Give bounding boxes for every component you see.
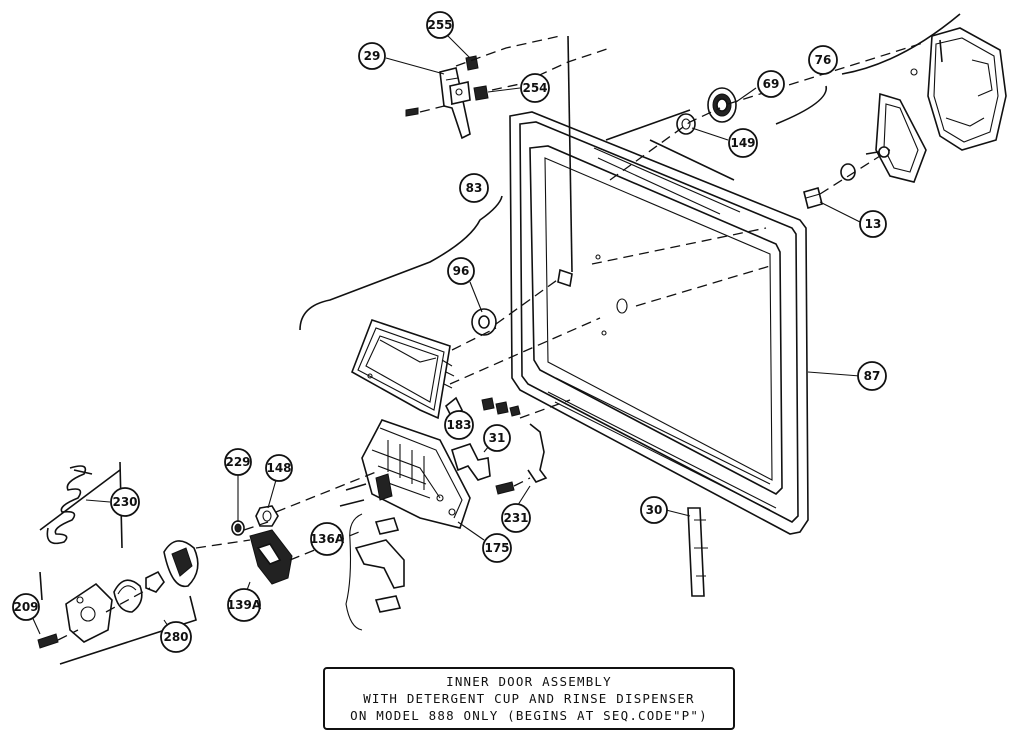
- callout-254: 254: [520, 73, 550, 103]
- latch-plate: [865, 92, 927, 183]
- door-switch: [910, 27, 1007, 151]
- svg-text:31: 31: [489, 431, 506, 445]
- callout-175: 175: [482, 533, 512, 563]
- screw-209: [37, 633, 59, 649]
- nut-148: [255, 505, 279, 527]
- svg-text:280: 280: [163, 630, 188, 644]
- group-brackets: [39, 13, 961, 665]
- leader-lines: [29, 35, 861, 635]
- callout-136a: 136A: [310, 522, 345, 556]
- seal-96: [471, 308, 497, 336]
- diagram-caption: INNER DOOR ASSEMBLY WITH DETERGENT CUP A…: [323, 667, 735, 730]
- callout-183: 183: [444, 410, 474, 440]
- callout-230: 230: [110, 487, 140, 517]
- rinse-dispenser-housing: [339, 419, 471, 529]
- svg-text:183: 183: [446, 418, 471, 432]
- callout-139a: 139A: [227, 588, 262, 622]
- svg-text:149: 149: [730, 136, 755, 150]
- gear-139a: [249, 529, 293, 585]
- caption-line-1: INNER DOOR ASSEMBLY: [446, 674, 612, 689]
- svg-text:175: 175: [484, 541, 509, 555]
- callout-29: 29: [358, 42, 386, 70]
- callout-229: 229: [224, 448, 252, 476]
- assembly-lines: [57, 35, 927, 641]
- callout-31: 31: [483, 424, 511, 452]
- svg-text:139A: 139A: [227, 598, 262, 612]
- svg-text:96: 96: [453, 264, 470, 278]
- callout-76: 76: [808, 45, 838, 75]
- callout-83: 83: [459, 173, 489, 203]
- svg-text:29: 29: [364, 49, 381, 63]
- callout-96: 96: [447, 257, 475, 285]
- svg-text:69: 69: [763, 77, 780, 91]
- washer-149: [676, 113, 696, 135]
- bracket-29: [439, 67, 471, 140]
- callout-30: 30: [640, 496, 668, 524]
- callout-231: 231: [501, 503, 531, 533]
- svg-text:30: 30: [646, 503, 663, 517]
- plug-13: [803, 187, 823, 209]
- callout-148: 148: [265, 454, 293, 482]
- cam-assembly-280: [65, 540, 199, 643]
- bearing-69: [707, 87, 737, 123]
- lever-231: [495, 423, 548, 495]
- svg-text:230: 230: [112, 495, 137, 509]
- washer-229: [231, 520, 245, 536]
- callout-13: 13: [859, 210, 887, 238]
- callout-255: 255: [426, 11, 454, 39]
- inner-door-panel: [509, 111, 809, 535]
- svg-text:87: 87: [864, 369, 881, 383]
- small-screw: [405, 107, 419, 117]
- svg-text:231: 231: [503, 511, 528, 525]
- svg-text:209: 209: [13, 600, 38, 614]
- svg-text:255: 255: [427, 18, 452, 32]
- callout-209: 209: [12, 593, 40, 621]
- svg-text:148: 148: [266, 461, 291, 475]
- screw-183: [481, 397, 521, 417]
- svg-text:136A: 136A: [310, 532, 345, 546]
- detergent-cup: [351, 318, 464, 420]
- svg-text:13: 13: [865, 217, 882, 231]
- svg-text:76: 76: [815, 53, 832, 67]
- caption-line-3: ON MODEL 888 ONLY (BEGINS AT SEQ.CODE"P"…: [350, 708, 708, 723]
- spring-230: [46, 465, 93, 545]
- callout-69: 69: [757, 70, 785, 98]
- callout-280: 280: [160, 621, 192, 653]
- callout-87: 87: [857, 361, 887, 391]
- svg-text:83: 83: [466, 181, 483, 195]
- screw-254: [473, 85, 489, 101]
- svg-text:254: 254: [522, 81, 547, 95]
- svg-text:229: 229: [225, 455, 250, 469]
- bracket-parts-136a: [345, 513, 405, 631]
- callout-149: 149: [728, 128, 758, 158]
- clip-31: [451, 443, 491, 481]
- caption-line-2: WITH DETERGENT CUP AND RINSE DISPENSER: [363, 691, 695, 706]
- oring-small: [840, 163, 856, 181]
- strike-30: [687, 507, 708, 597]
